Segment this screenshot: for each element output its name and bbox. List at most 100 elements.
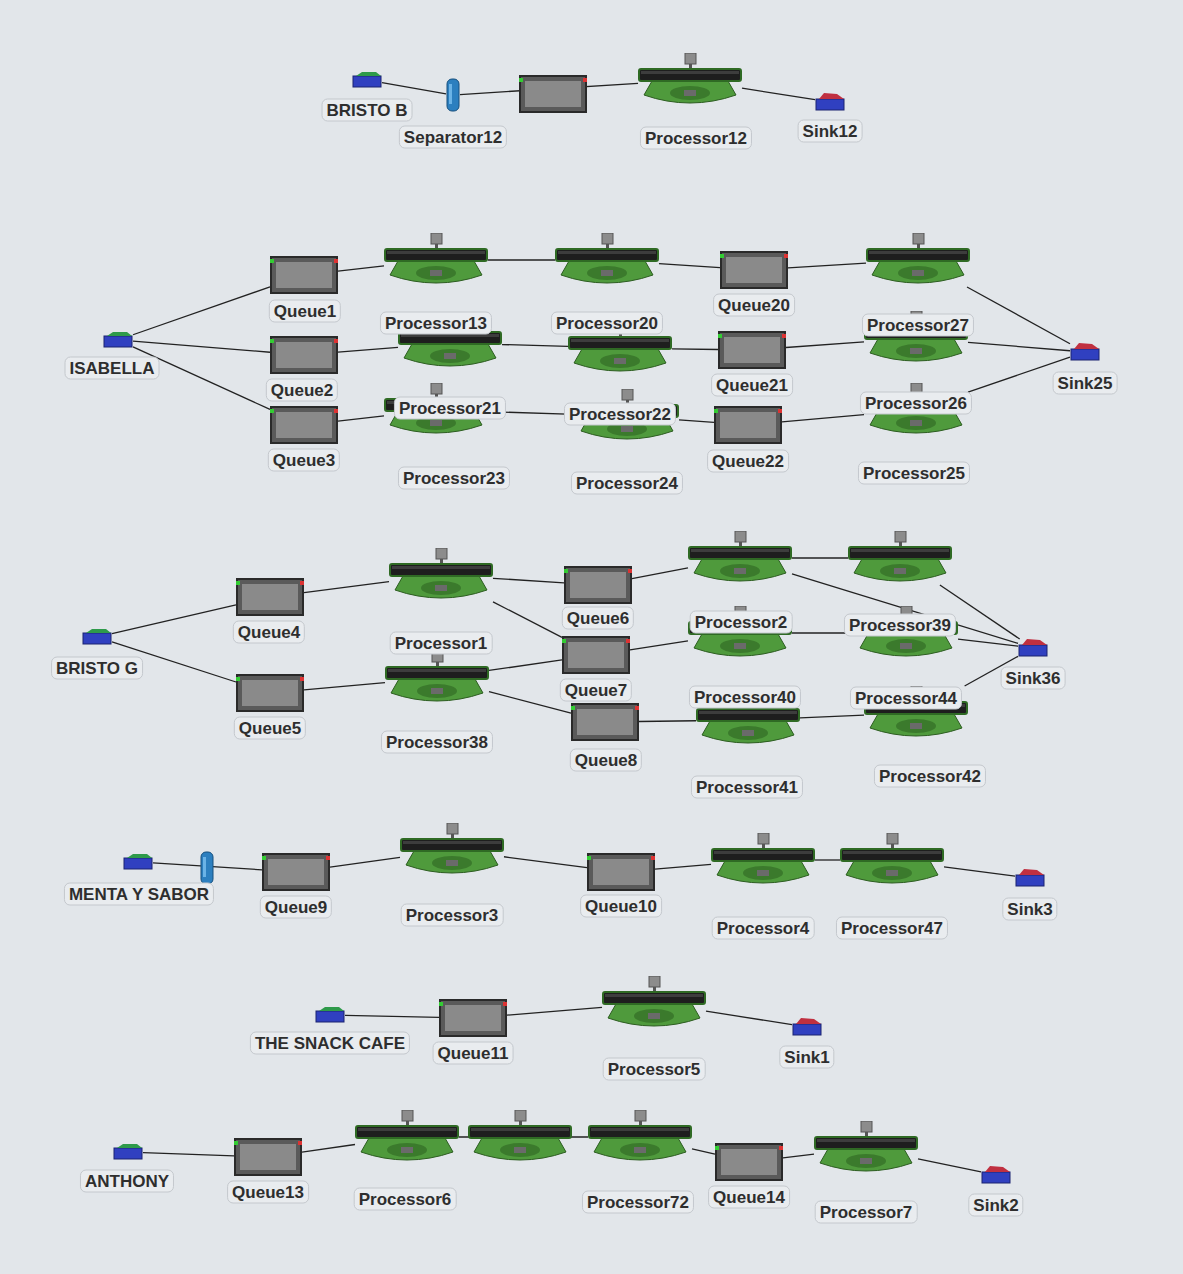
object-label: Queue11 [433,1042,514,1065]
queue-node: Queue13 [234,1138,302,1176]
processor-icon [589,1110,691,1160]
connector [338,416,384,421]
sink-icon [1019,639,1047,656]
source-node: MENTA Y SABOR [123,854,153,870]
source-node: BRISTO B [352,72,382,88]
connector [918,1159,981,1172]
connector [630,641,688,650]
sink-node: Sink1 [792,1018,822,1036]
processor-icon [386,651,488,701]
queue-node: Queue6 [564,566,632,604]
processor-node: Processor24 [575,389,679,443]
object-label: MENTA Y SABOR [64,883,214,906]
processor-icon [849,531,951,581]
queue-node: Queue11 [439,999,507,1037]
connector [133,287,270,335]
object-label: Processor3 [401,904,504,927]
queue-node: Queue21 [718,331,786,369]
queue-node: Queue10 [587,853,655,891]
object-label: Processor1 [390,632,493,655]
processor-icon [603,976,705,1026]
processor-node: Processor22 [568,321,672,375]
object-label: Queue2 [266,379,338,402]
connector [655,864,711,869]
queue-icon [236,579,304,615]
source-node: THE SNACK CAFE [315,1007,345,1023]
object-label: Queue4 [233,621,305,644]
connector [502,345,568,347]
object-label: Processor27 [862,314,974,337]
processor-node: Processor13 [384,233,488,287]
connector [489,692,571,713]
object-label: Processor40 [689,686,801,709]
object-label: Processor24 [571,472,683,495]
processor-node: Processor27 [866,233,970,287]
connector [133,341,270,352]
queue-icon [714,407,782,443]
separator-icon [201,852,213,884]
object-label: Queue22 [707,450,789,473]
processor-node: Processor20 [555,233,659,287]
source-icon [353,72,381,87]
connector [302,1144,355,1152]
connector [786,342,864,348]
processor-icon [390,548,492,598]
queue-node: Queue1 [270,256,338,294]
queue-node: Queue8 [571,703,639,741]
object-label: Processor25 [858,462,970,485]
object-label: Queue9 [260,896,332,919]
connector [742,88,815,99]
queue-icon [564,567,632,603]
queue-icon [571,704,639,740]
connector [944,867,1015,876]
connector [815,859,840,860]
connector [783,1154,814,1158]
queue-icon [262,854,330,890]
object-label: BRISTO B [322,99,413,122]
connector [493,578,564,583]
processor-node: Processor12 [638,53,742,107]
sink-node: Sink36 [1018,639,1048,657]
object-label: Processor21 [394,397,506,420]
object-label: Queue8 [570,749,642,772]
connector [382,83,446,94]
object-label: Processor39 [844,614,956,637]
queue-node: Queue9 [262,853,330,891]
queue-node: Queue20 [720,251,788,289]
object-label: Queue6 [562,607,634,630]
object-label: Processor7 [815,1201,918,1224]
object-label: Processor72 [582,1191,694,1214]
connector [143,1153,234,1156]
sink-icon [816,93,844,110]
queue-icon [587,854,655,890]
processor-icon [356,1110,458,1160]
queue-node: Queue14 [715,1143,783,1181]
connector [967,287,1070,344]
source-icon [316,1007,344,1022]
object-label: Queue7 [560,679,632,702]
object-label: Processor42 [874,765,986,788]
object-label: Processor44 [850,687,962,710]
connector [792,557,848,558]
object-label: Processor4 [712,917,815,940]
queue-node: Queue2 [270,336,338,374]
object-label: Queue20 [713,294,795,317]
object-label: Sink12 [798,120,863,143]
connector [507,1007,602,1015]
processor-icon [401,823,503,873]
processor-icon [556,233,658,283]
sink-icon [982,1166,1010,1183]
connector [788,263,866,268]
object-label: Processor41 [691,776,803,799]
connector [679,420,714,423]
object-label: Separator12 [399,126,507,149]
processor-node: Processor4 [711,833,815,887]
sink-node: Sink3 [1015,869,1045,887]
processor-node: Processor2 [688,531,792,585]
connector [338,347,398,352]
processor-node: Processor41 [696,693,800,747]
object-label: Queue13 [227,1181,309,1204]
queue-icon [234,1139,302,1175]
connector [782,415,864,422]
